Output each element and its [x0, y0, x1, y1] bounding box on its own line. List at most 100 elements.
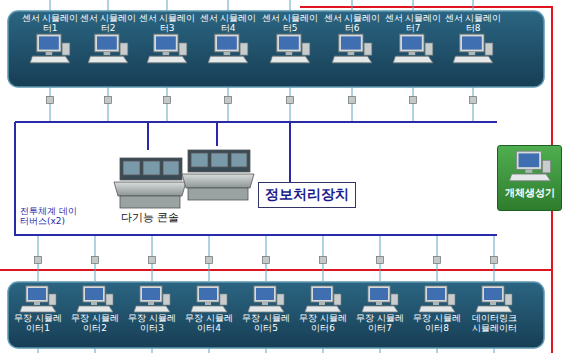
drop-line: [167, 87, 168, 121]
computer-icon: [451, 33, 495, 64]
bus-coupler: [320, 257, 327, 264]
bus-coupler: [225, 97, 232, 104]
drop-line: [290, 87, 291, 121]
drop-line: [266, 348, 267, 353]
bus-coupler: [410, 97, 417, 104]
console-illustration: [114, 150, 254, 208]
simulator-label: 데이터링크 시뮬레이터: [466, 313, 522, 333]
sensor-simulator: 센서 시뮬레이터6: [322, 13, 382, 85]
simulator-label: 무장 시뮬레이터8: [409, 313, 465, 333]
bus-coupler: [491, 257, 498, 264]
sensor-band: [8, 11, 544, 87]
computer-icon: [145, 33, 189, 64]
drop-line: [413, 0, 414, 11]
computer-icon: [360, 285, 400, 313]
sensor-simulator: 센서 시뮬레이터4: [198, 13, 258, 85]
weapon-band: [8, 282, 544, 348]
generator-label: 개체생성기: [498, 186, 561, 200]
weapon-simulator: 무장 시뮬레이터8: [409, 285, 465, 347]
drop-line: [209, 348, 210, 353]
drop-line: [108, 0, 109, 11]
computer-icon: [330, 33, 374, 64]
drop-line: [473, 87, 474, 121]
sensor-simulator: 센서 시뮬레이터8: [443, 13, 503, 85]
computer-icon: [507, 150, 553, 182]
process-box: 정보처리장치: [258, 182, 356, 208]
drop-line: [95, 348, 96, 353]
bus-coupler: [105, 97, 112, 104]
computer-icon: [474, 285, 514, 313]
simulator-label: 센서 시뮬레이터1: [20, 13, 80, 33]
simulator-label: 무장 시뮬레이터5: [238, 313, 294, 333]
computer-icon: [75, 285, 115, 313]
simulator-label: 센서 시뮬레이터6: [322, 13, 382, 33]
drop-line: [167, 0, 168, 11]
computer-icon: [132, 285, 172, 313]
drop-line: [38, 348, 39, 353]
drop-line: [473, 0, 474, 11]
simulator-label: 무장 시뮬레이터3: [124, 313, 180, 333]
sensor-simulator: 센서 시뮬레이터1: [20, 13, 80, 85]
simulator-label: 무장 시뮬레이터6: [295, 313, 351, 333]
bus-coupler: [92, 257, 99, 264]
computer-icon: [189, 285, 229, 313]
drop-line: [352, 87, 353, 121]
drop-line: [228, 0, 229, 11]
bus-coupler: [164, 97, 171, 104]
simulator-label: 센서 시뮬레이터7: [383, 13, 443, 33]
computer-icon: [303, 285, 343, 313]
bus-coupler: [349, 97, 356, 104]
drop-line: [108, 87, 109, 121]
drop-line: [228, 87, 229, 121]
simulator-label: 센서 시뮬레이터3: [137, 13, 197, 33]
simulator-label: 무장 시뮬레이터1: [10, 313, 66, 333]
sensor-simulator: 센서 시뮬레이터7: [383, 13, 443, 85]
sensor-simulator: 센서 시뮬레이터2: [78, 13, 138, 85]
bus-label: 전투체계 데이터버스(x2): [20, 206, 82, 226]
bus-coupler: [263, 257, 270, 264]
weapon-simulator: 무장 시뮬레이터6: [295, 285, 351, 347]
console-label: 다기능 콘솔: [121, 212, 180, 224]
weapon-simulator: 무장 시뮬레이터1: [10, 285, 66, 347]
drop-line: [380, 348, 381, 353]
computer-icon: [391, 33, 435, 64]
bus-coupler: [35, 257, 42, 264]
data-bus: [15, 122, 497, 235]
computer-icon: [206, 33, 250, 64]
weapon-simulator: 무장 시뮬레이터4: [181, 285, 237, 347]
drop-line: [50, 87, 51, 121]
drop-lines: [35, 0, 498, 353]
computer-icon: [246, 285, 286, 313]
simulator-label: 센서 시뮬레이터8: [443, 13, 503, 33]
weapon-simulator: 무장 시뮬레이터2: [67, 285, 123, 347]
drop-line: [323, 348, 324, 353]
weapon-simulator: 데이터링크 시뮬레이터: [466, 285, 522, 347]
computer-icon: [268, 33, 312, 64]
drop-line: [290, 0, 291, 11]
drop-line: [352, 0, 353, 11]
sensor-simulator: 센서 시뮬레이터3: [137, 13, 197, 85]
drop-line: [494, 348, 495, 353]
process-label: 정보처리장치: [265, 186, 349, 204]
drop-line: [413, 87, 414, 121]
computer-icon: [28, 33, 72, 64]
drop-line: [50, 0, 51, 11]
bus-coupler: [434, 257, 441, 264]
drop-line: [437, 348, 438, 353]
computer-icon: [86, 33, 130, 64]
bus-coupler: [377, 257, 384, 264]
simulator-label: 무장 시뮬레이터2: [67, 313, 123, 333]
weapon-simulator: 무장 시뮬레이터5: [238, 285, 294, 347]
bus-coupler: [470, 97, 477, 104]
simulator-label: 센서 시뮬레이터4: [198, 13, 258, 33]
bus-coupler: [149, 257, 156, 264]
generator-box: 개체생성기: [497, 145, 562, 211]
computer-icon: [417, 285, 457, 313]
simulator-label: 센서 시뮬레이터2: [78, 13, 138, 33]
red-line: [0, 7, 552, 353]
simulator-label: 무장 시뮬레이터4: [181, 313, 237, 333]
sensor-simulator: 센서 시뮬레이터5: [260, 13, 320, 85]
simulator-label: 무장 시뮬레이터7: [352, 313, 408, 333]
computer-icon: [18, 285, 58, 313]
bus-coupler: [287, 97, 294, 104]
